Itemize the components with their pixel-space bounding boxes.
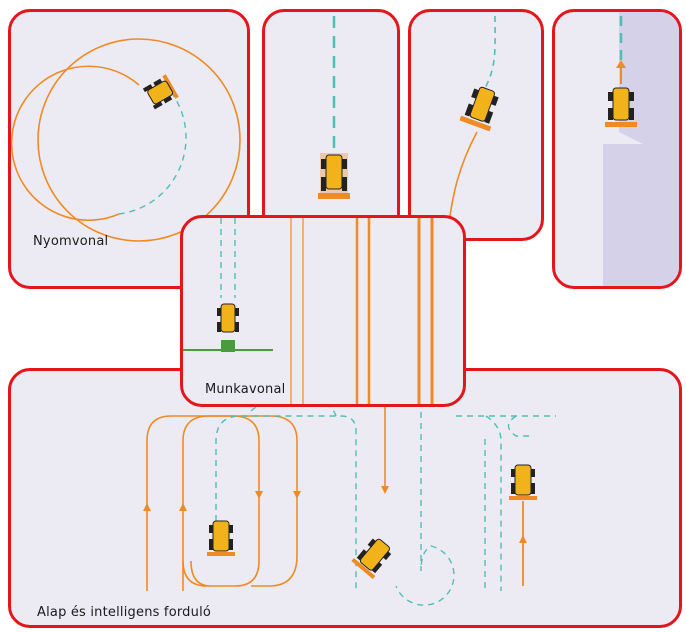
tractor-icon [351,538,392,580]
curve-line-panel [408,9,544,241]
tractor-icon [318,153,350,199]
turns-label: Alap és intelligens forduló [37,605,212,620]
tractor-icon [142,74,179,110]
straight-line-panel [262,9,400,241]
inner-circle-track [11,65,140,222]
track-line-panel: Nyomvonal [8,9,250,289]
field-edge-panel [552,9,682,289]
track-line-illustration [11,38,241,242]
work-line-label: Munkavonal [205,382,286,397]
tractor-icon [207,520,235,556]
planned-circle-path [118,91,187,215]
tractor-icon [459,86,499,132]
outer-circle-track [37,38,241,242]
curve-line-illustration [446,15,499,238]
work-line-illustration [183,218,434,404]
planned-turn-path [395,401,455,606]
implement-icon [221,340,235,352]
planned-turn-path [215,415,357,591]
tractor-icon [509,464,537,500]
tractor-icon [217,303,239,333]
planned-curve-path [482,15,496,93]
field-edge-illustration [603,12,679,286]
turn-loop-track [146,415,260,591]
work-line-panel: Munkavonal [180,215,466,407]
tractor-icon [605,87,637,127]
track-line-label: Nyomvonal [33,234,109,249]
straight-line-illustration [318,16,350,199]
turn-loop-track [182,415,298,591]
turns-panel: Alap és intelligens forduló [8,368,682,628]
turns-illustration [143,400,556,606]
